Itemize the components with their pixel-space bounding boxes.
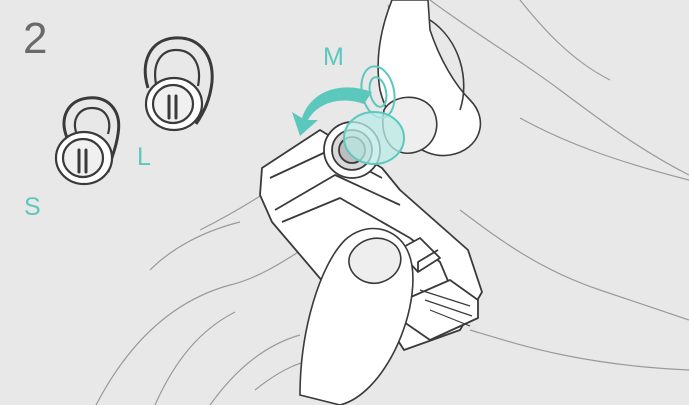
size-label-medium: M — [323, 45, 344, 70]
small-ear-adapter — [56, 98, 119, 184]
large-ear-adapter — [145, 38, 212, 130]
size-label-small: S — [24, 195, 41, 220]
step-number: 2 — [23, 17, 47, 61]
size-label-large: L — [137, 145, 151, 170]
